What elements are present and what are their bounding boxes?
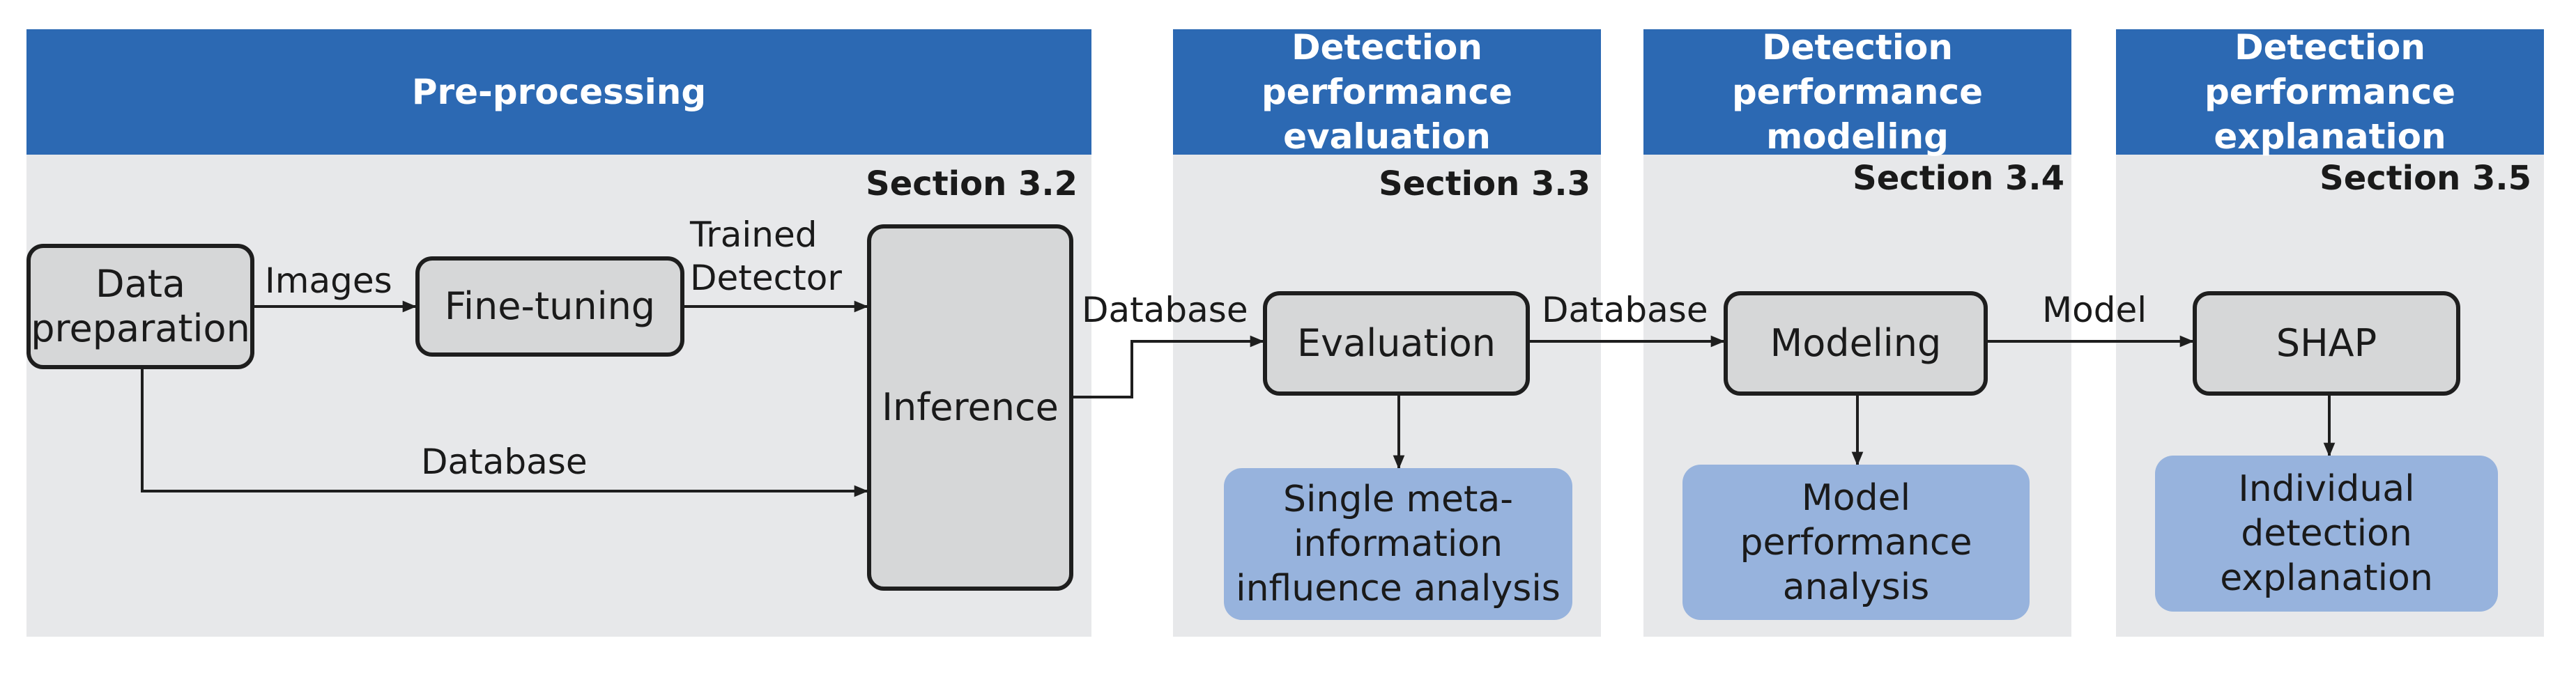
node-shap: SHAP <box>2193 291 2460 396</box>
edge-label-images: Images <box>265 261 392 301</box>
stage-header-preprocessing: Pre-processing <box>26 29 1091 155</box>
stage-header-modeling: Detection performance modeling <box>1643 27 2071 157</box>
node-evaluation: Evaluation <box>1263 291 1530 396</box>
edge-label-model: Model <box>2042 290 2147 330</box>
edge-label-database-prep: Database <box>421 442 588 482</box>
edge-database-prep-arrow <box>141 369 868 497</box>
node-inference: Inference <box>867 224 1073 591</box>
section-label-3-3: Section 3.3 <box>1379 164 1590 203</box>
edge-label-database-evaluation: Database <box>1542 290 1708 330</box>
result-individual-detection-explanation: Individual detection explanation <box>2155 456 2498 612</box>
result-single-meta-information-analysis: Single meta- information influence analy… <box>1224 468 1572 620</box>
edge-label-database-inference: Database <box>1082 290 1248 330</box>
section-label-3-5: Section 3.5 <box>2320 159 2531 198</box>
edge-database-inference-arrow <box>1073 335 1264 398</box>
node-fine-tuning: Fine-tuning <box>415 256 684 357</box>
node-data-preparation: Data preparation <box>26 244 254 369</box>
result-model-performance-analysis: Model performance analysis <box>1682 465 2030 620</box>
node-modeling: Modeling <box>1724 291 1988 396</box>
edge-label-trained-detector: Trained Detector <box>690 215 842 298</box>
section-label-3-2: Section 3.2 <box>866 164 1078 203</box>
section-label-3-4: Section 3.4 <box>1853 159 2064 198</box>
stage-header-evaluation: Detection performance evaluation <box>1173 27 1601 157</box>
stage-header-explanation: Detection performance explanation <box>2116 27 2544 157</box>
